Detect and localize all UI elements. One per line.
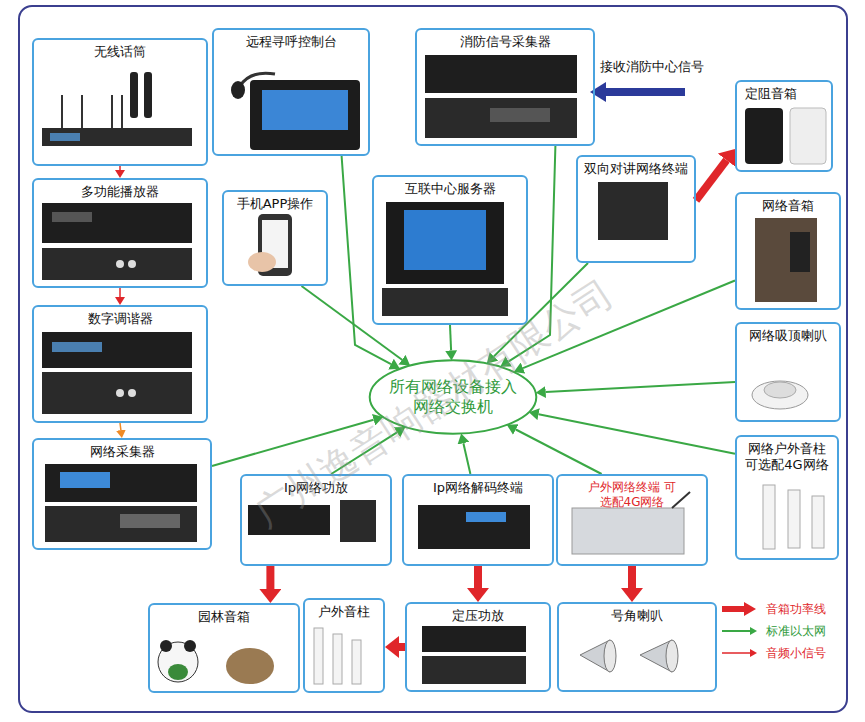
legend-row: 音箱功率线 <box>720 598 826 620</box>
device-box: 远程寻呼控制台 <box>212 28 370 156</box>
node-title: 双向对讲网络终端 <box>578 161 694 177</box>
device-box: 无线话筒 <box>32 38 208 166</box>
node-title: 定压功放 <box>407 608 549 624</box>
power-connector <box>628 566 636 588</box>
node-title: 远程寻呼控制台 <box>214 34 368 50</box>
device-box: 定压功放 <box>405 602 551 692</box>
node-title: 数字调谐器 <box>34 311 206 327</box>
device-box: 户外音柱 <box>303 598 385 693</box>
node-title: 无线话筒 <box>34 44 206 60</box>
node-title: 多功能播放器 <box>34 184 206 200</box>
device-box: Ip网络解码终端 <box>402 474 554 566</box>
device-box: 户外网络终端 可选配4G网络 <box>556 474 708 566</box>
legend-text: 音频小信号 <box>766 645 826 662</box>
ethernet-connector <box>516 430 602 475</box>
device-box: 网络采集器 <box>32 438 212 550</box>
device-box: 手机APP操作 <box>222 190 328 286</box>
node-title: Ip网络解码终端 <box>404 480 552 496</box>
legend-sample <box>720 645 760 661</box>
ethernet-connector <box>539 414 735 454</box>
device-box: 定阻音箱 <box>735 80 833 172</box>
power-connector <box>696 160 727 200</box>
device-box: 号角喇叭 <box>557 602 717 692</box>
node-title: 互联中心服务器 <box>374 181 526 197</box>
node-title: 号角喇叭 <box>559 608 715 624</box>
device-box: 双向对讲网络终端 <box>576 155 696 263</box>
device-box: 多功能播放器 <box>32 178 208 288</box>
power-connector <box>266 566 274 589</box>
ethernet-connector <box>546 382 735 392</box>
signal-connector <box>119 288 121 297</box>
node-title: 手机APP操作 <box>224 196 326 212</box>
node-title: 户外音柱 <box>305 604 383 620</box>
device-box: 网络户外音柱 可选配4G网络 <box>735 435 839 560</box>
device-box: 网络吸顶喇叭 <box>735 322 841 422</box>
device-box: 网络音箱 <box>735 192 841 310</box>
node-title: 消防信号采集器 <box>417 34 593 50</box>
device-box: 消防信号采集器 <box>415 28 595 146</box>
device-box: 园林音箱 <box>148 603 300 693</box>
node-title: 园林音箱 <box>150 609 298 625</box>
node-title: 网络户外音柱 可选配4G网络 <box>741 441 833 474</box>
legend-row: 标准以太网 <box>720 620 826 642</box>
node-title: 户外网络终端 可选配4G网络 <box>587 480 677 510</box>
node-title: 网络吸顶喇叭 <box>737 328 839 344</box>
legend-sample <box>720 601 760 617</box>
device-box: 互联中心服务器 <box>372 175 528 325</box>
legend-row: 音频小信号 <box>720 642 826 664</box>
signal-connector <box>119 166 121 170</box>
legend-text: 音箱功率线 <box>766 601 826 618</box>
legend-text: 标准以太网 <box>766 623 826 640</box>
signal-note: 接收消防中心信号 <box>600 58 704 76</box>
ethernet-connector <box>463 443 470 474</box>
ethernet-connector <box>302 286 403 360</box>
power-connector <box>474 566 482 588</box>
node-title: 定阻音箱 <box>745 86 831 102</box>
node-title: 网络采集器 <box>34 444 210 460</box>
signal-connector <box>119 423 121 430</box>
device-box: 数字调谐器 <box>32 305 208 423</box>
ethernet-connector <box>450 325 451 350</box>
node-title: 网络音箱 <box>737 198 839 214</box>
legend-sample <box>720 623 760 639</box>
